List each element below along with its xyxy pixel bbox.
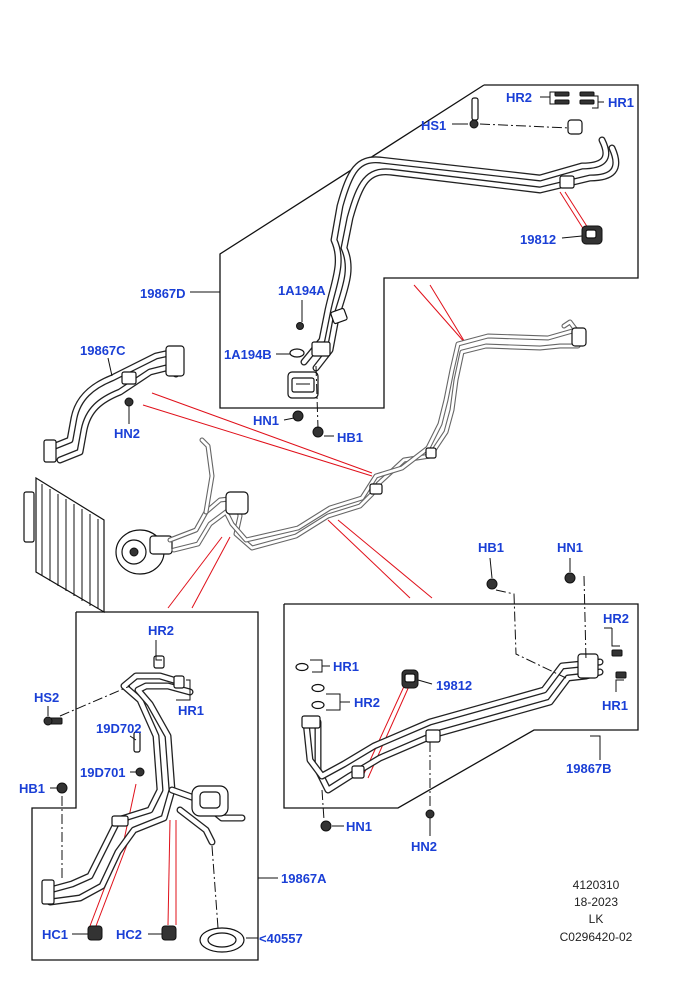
callout-19867b: 19867B [566,761,612,776]
callout-hn1-right: HN1 [557,540,583,555]
callout-40557: <40557 [259,931,303,946]
condenser [23,476,105,614]
callout-hr2-right: HR2 [603,611,629,626]
callout-19867d: 19867D [140,286,186,301]
callout-hc2: HC2 [116,927,142,942]
pipe-19867d [300,119,620,372]
main-pipe-run [167,319,587,553]
callout-hr2-top: HR2 [506,90,532,105]
callout-hn1-bottom: HN1 [346,819,372,834]
callout-hb1-left: HB1 [19,781,45,796]
callout-hn2-left: HN2 [114,426,140,441]
fasteners-detail-d [289,91,595,438]
fasteners-detail-a [43,685,245,953]
pipe-19867b [301,653,604,794]
fasteners-detail-b [295,572,627,832]
callout-hc1: HC1 [42,927,68,942]
ref-line-3: LK [589,912,604,926]
callout-1a194a: 1A194A [278,283,326,298]
pipe-19867a [41,655,246,906]
callout-19812-top: 19812 [520,232,556,247]
hose-clamp-19812-mid [401,669,419,689]
callout-labels: HR2 HR1 HS1 19812 19867D 1A194A 1A194B H… [19,90,634,946]
compressor [115,529,173,575]
reference-block: 4120310 18-2023 LK C0296420-02 [560,878,633,944]
detail-frame-19867d [190,84,639,409]
callout-hn1-top: HN1 [253,413,279,428]
callout-19812-mid: 19812 [436,678,472,693]
ref-line-2: 18-2023 [574,895,618,909]
callout-19d701: 19D701 [80,765,126,780]
callout-19d702: 19D702 [96,721,142,736]
callout-hr2-left: HR2 [148,623,174,638]
callout-hs2: HS2 [34,690,59,705]
callout-hr1-left: HR1 [178,703,204,718]
ref-line-4: C0296420-02 [560,930,633,944]
callout-19867a: 19867A [281,871,327,886]
detail-frame-19867b [283,603,639,809]
detail-frame-19867a [31,611,278,961]
callout-hr1-right: HR1 [602,698,628,713]
callout-hr1-mid: HR1 [333,659,359,674]
callout-hb1-top: HB1 [337,430,363,445]
callout-leaders [47,91,624,939]
callout-hs1: HS1 [421,118,446,133]
callout-hn2-bottom: HN2 [411,839,437,854]
callout-19867c: 19867C [80,343,126,358]
callout-1a194b: 1A194B [224,347,272,362]
ref-line-1: 4120310 [573,878,620,892]
pipe-19867c [43,345,185,464]
callout-hr1-top: HR1 [608,95,634,110]
red-leader-lines [89,191,589,927]
callout-hr2-mid: HR2 [354,695,380,710]
hose-clamp-19812-top [581,225,603,245]
evaporator-block [287,371,319,399]
callout-hb1-right: HB1 [478,540,504,555]
